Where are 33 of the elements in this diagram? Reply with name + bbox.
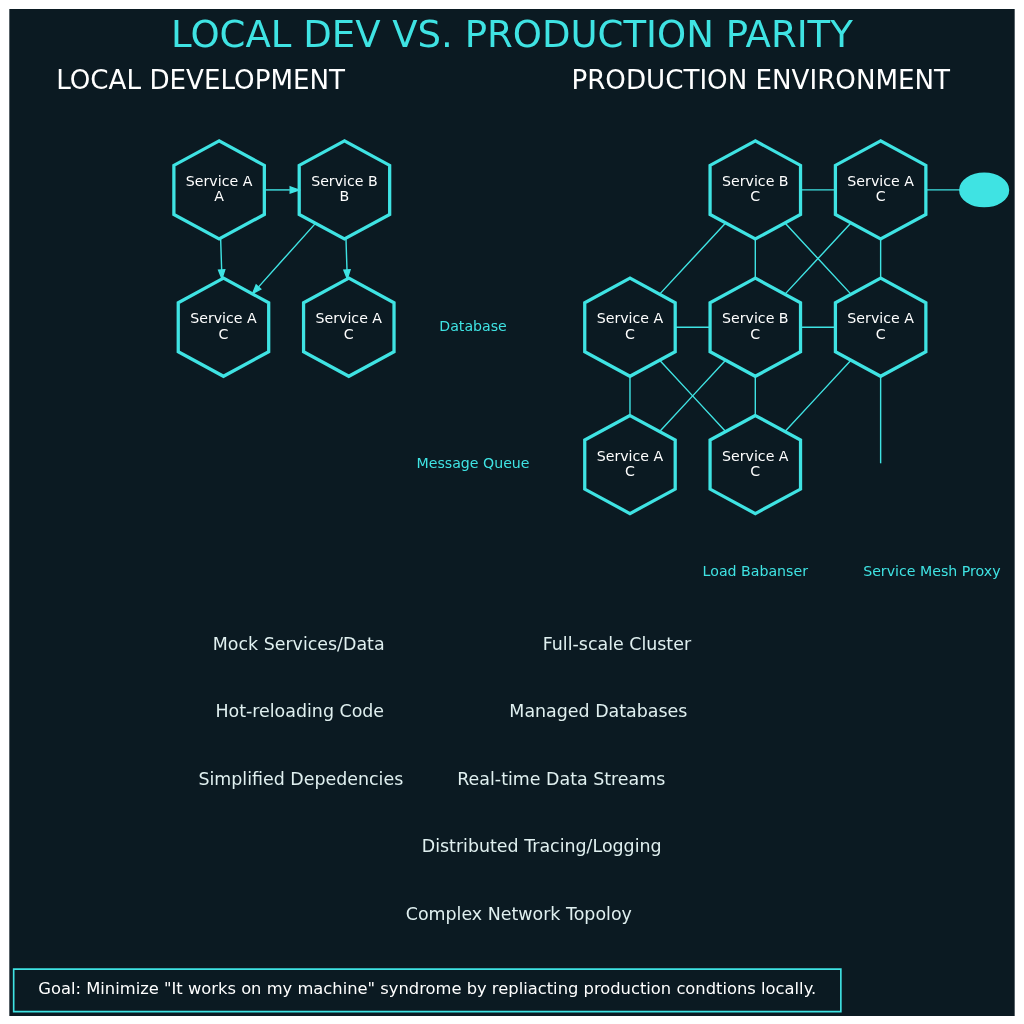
label: Message Queue: [416, 454, 530, 471]
label: Hot-reloading Code: [215, 700, 385, 721]
label: Database: [439, 317, 507, 334]
connector: [659, 221, 727, 295]
label: Complex Network Topoloy: [405, 903, 632, 924]
label: Load Babanser: [702, 562, 808, 579]
label: LOCAL DEVELOPMENT: [56, 64, 345, 95]
connector: [754, 375, 756, 416]
label: Full-scale Cluster: [542, 633, 692, 654]
label: Distributed Tracing/Logging: [421, 835, 662, 856]
label: PRODUCTION ENVIRONMENT: [571, 64, 951, 95]
label: Real-time Data Streams: [457, 768, 666, 789]
arrow: [263, 185, 302, 194]
label: Managed Databases: [509, 700, 688, 721]
label: Simplified Depedencies: [198, 768, 404, 789]
label: Mock Services/Data: [212, 633, 385, 654]
node-cloud: [959, 171, 1010, 207]
connector: [879, 237, 882, 279]
connector: [800, 326, 836, 328]
arrow: [342, 237, 351, 281]
label: Service Mesh Proxy: [863, 562, 1001, 579]
connector: [674, 326, 711, 328]
arrow: [217, 237, 226, 281]
connector: [784, 221, 852, 295]
connector: [754, 237, 756, 279]
connector: [800, 188, 836, 191]
connector: [629, 375, 631, 416]
connector: [784, 359, 852, 432]
connector: [925, 188, 962, 191]
node-box: Goal: Minimize "It works on my machine" syndrome by repliacting production condtions locally.: [12, 967, 842, 1012]
diagram-title: LOCAL DEV VS. PRODUCTION PARITY: [171, 12, 853, 56]
arrow: [251, 222, 317, 295]
connector: [879, 375, 882, 464]
